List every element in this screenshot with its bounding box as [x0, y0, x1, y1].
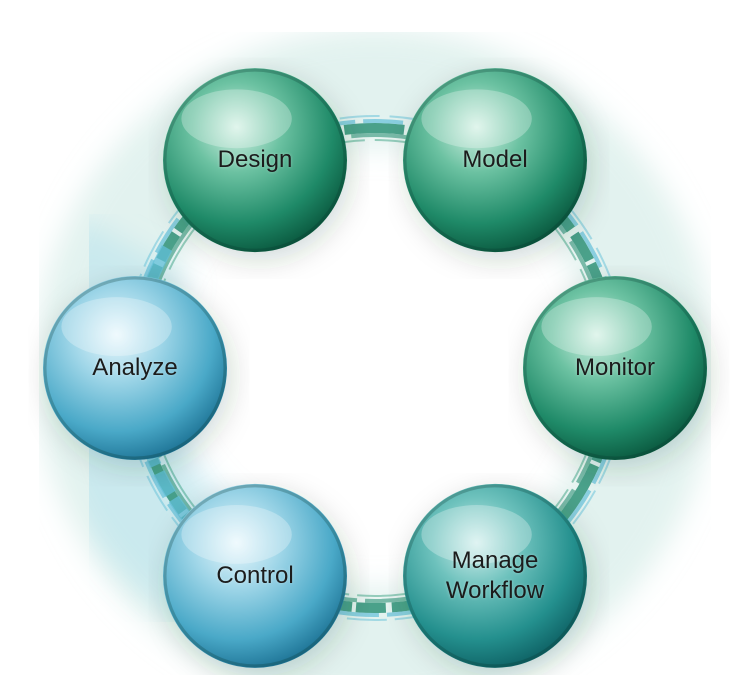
- step-label-line: Manage: [451, 546, 539, 574]
- step-label-line: Control: [216, 561, 294, 589]
- step-label-line: Model: [462, 146, 528, 174]
- sphere-analyze: [43, 276, 227, 460]
- sphere-rim: [523, 276, 707, 460]
- step-node-model: [403, 68, 591, 261]
- step-node-control: [163, 483, 351, 675]
- step-spheres: [43, 68, 711, 675]
- sphere-design: [163, 68, 347, 253]
- sphere-manage-workflow: [403, 483, 587, 668]
- step-label-control: Control: [216, 561, 293, 591]
- step-label-line: Monitor: [574, 354, 656, 381]
- step-label-line: Analyze: [92, 354, 178, 381]
- sphere-highlight: [421, 89, 532, 149]
- sphere-rim: [403, 484, 587, 668]
- sphere-highlight: [421, 505, 532, 564]
- sphere-rim: [403, 68, 587, 252]
- sphere-monitor: [523, 276, 707, 460]
- sphere-highlight: [541, 297, 652, 357]
- sphere-highlight: [181, 89, 292, 149]
- step-node-monitor: [523, 276, 711, 468]
- step-node-analyze: [43, 276, 231, 468]
- sphere-rim: [163, 484, 347, 668]
- step-label-line: Workflow: [445, 576, 545, 604]
- step-node-manage-workflow: [403, 483, 591, 675]
- step-node-design: [163, 68, 351, 261]
- step-label-line: Design: [217, 146, 293, 174]
- sphere-rim: [43, 276, 227, 460]
- step-label-monitor: Monitor: [575, 353, 655, 383]
- sphere-highlight: [181, 505, 292, 564]
- step-label-design: Design: [218, 145, 293, 175]
- sphere-highlight: [61, 297, 172, 357]
- sphere-control: [163, 483, 347, 668]
- sphere-rim: [163, 68, 347, 252]
- sphere-model: [403, 68, 587, 253]
- step-label-analyze: Analyze: [92, 353, 177, 383]
- step-label-model: Model: [462, 145, 527, 175]
